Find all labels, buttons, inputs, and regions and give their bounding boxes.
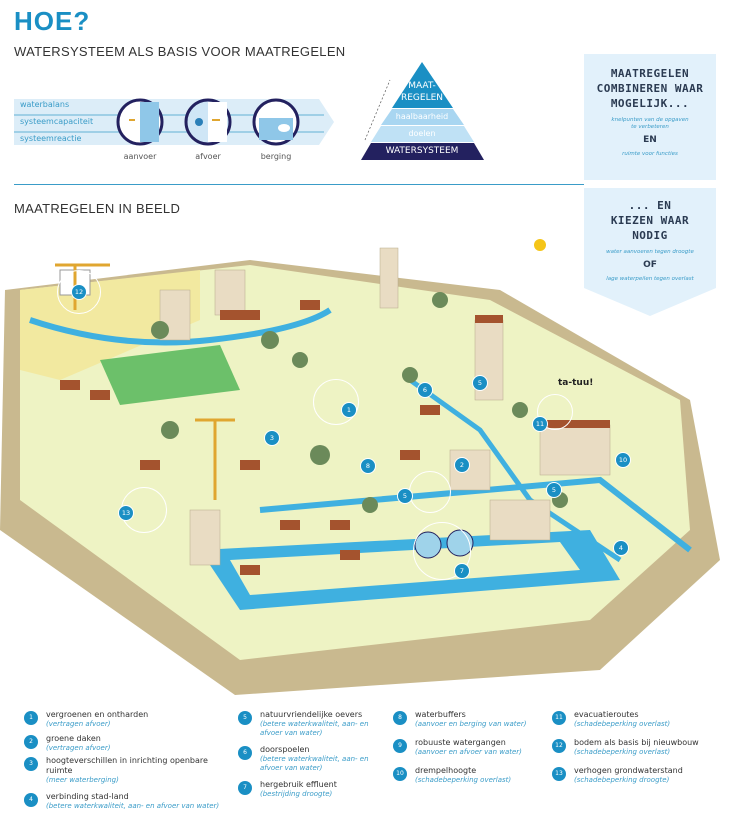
legend-sub: (aanvoer en berging van water)	[415, 720, 527, 728]
section-title: MAATREGELEN IN BEELD	[14, 201, 181, 216]
legend-label: natuurvriendelijke oevers	[260, 710, 363, 719]
map-marker[interactable]: 5	[397, 488, 413, 504]
legend-label: verhogen grondwaterstand	[574, 766, 683, 775]
combine-note: knelpunten van de opgaven te verbeteren	[611, 117, 689, 130]
map-marker[interactable]: 2	[454, 457, 470, 473]
legend-label: groene daken	[46, 734, 101, 743]
map-marker[interactable]: 10	[615, 452, 631, 468]
pyramid-base: WATERSYSTEEM	[385, 146, 459, 156]
legend-sub: (aanvoer en afvoer van water)	[415, 748, 522, 756]
map-marker[interactable]: 1	[341, 402, 357, 418]
legend-number-badge: 12	[552, 739, 566, 753]
legend-sub: (vertragen afvoer)	[46, 744, 111, 752]
choose-heading: ... EN KIEZEN WAAR NODIG	[610, 199, 690, 242]
legend-label: evacuatieroutes	[574, 710, 639, 719]
legend-item: 7 hergebruik effluent(bestrijding droogte…	[238, 780, 337, 799]
legend-sub: (schadebeperking overlast)	[574, 720, 671, 728]
legend-sub: (meer waterberging)	[46, 776, 119, 784]
choose-box: ... EN KIEZEN WAAR NODIG water aanvoeren…	[584, 188, 716, 288]
map-marker[interactable]: 6	[417, 382, 433, 398]
map-marker[interactable]: 5	[472, 375, 488, 391]
legend-label: doorspoelen	[260, 745, 310, 754]
legend-number-badge: 4	[24, 793, 38, 807]
pyramid-level: doelen	[408, 129, 436, 138]
map-marker[interactable]: 8	[360, 458, 376, 474]
legend-label: hergebruik effluent	[260, 780, 337, 789]
legend-label: waterbuffers	[415, 710, 466, 719]
legend-sub: (bestrijding droogte)	[260, 790, 333, 798]
legend-number-badge: 7	[238, 781, 252, 795]
legend-item: 3 hoogteverschillen in inrichting openbar…	[24, 756, 236, 785]
circle-label: afvoer	[195, 152, 221, 161]
choose-box-arrow	[584, 288, 716, 316]
legend-item: 13 verhogen grondwaterstand(schadebeperki…	[552, 766, 683, 785]
legend-item: 8 waterbuffers(aanvoer en berging van wat…	[393, 710, 526, 729]
map-marker[interactable]: 7	[454, 563, 470, 579]
legend-item: 10 drempelhoogte(schadebeperking overlast…	[393, 766, 511, 785]
combine-note: ruimte voor functies	[622, 151, 678, 157]
legend-item: 1 vergroenen en ontharden(vertragen afvoe…	[24, 710, 148, 729]
choose-note: lage waterpeilen tegen overlast	[606, 276, 694, 282]
afvoer-icon	[184, 98, 232, 146]
band-row-label: waterbalans	[20, 100, 70, 109]
legend-sub: (schadebeperking overlast)	[574, 748, 671, 756]
legend-number-badge: 9	[393, 739, 407, 753]
legend-label: verbinding stad-land	[46, 792, 129, 801]
choose-note: water aanvoeren tegen droogte	[606, 249, 694, 255]
legend-item: 6 doorspoelen(betere waterkwaliteit, aan-…	[238, 745, 390, 773]
combine-joiner: EN	[643, 135, 657, 145]
map-marker[interactable]: 13	[118, 505, 134, 521]
berging-icon	[252, 98, 300, 146]
legend-item: 2 groene daken(vertragen afvoer)	[24, 734, 110, 753]
legend-number-badge: 3	[24, 757, 38, 771]
legend-sub: (betere waterkwaliteit, aan- en afvoer v…	[260, 755, 369, 772]
legend-number-badge: 6	[238, 746, 252, 760]
legend-label: bodem als basis bij nieuwbouw	[574, 738, 699, 747]
band-row-label: systeemcapaciteit	[20, 117, 94, 126]
aanvoer-icon	[116, 98, 164, 146]
circle-label: aanvoer	[123, 152, 157, 161]
legend-item: 12 bodem als basis bij nieuwbouw(schadebe…	[552, 738, 699, 757]
legend-label: vergroenen en ontharden	[46, 710, 149, 719]
legend-number-badge: 1	[24, 711, 38, 725]
pyramid-level: haalbaarheid	[395, 112, 449, 121]
pyramid: MAAT- REGELEN haalbaarheid doelen WATERS…	[360, 60, 485, 162]
map-marker[interactable]: 3	[264, 430, 280, 446]
legend-label: robuuste watergangen	[415, 738, 506, 747]
legend-item: 9 robuuste watergangen(aanvoer en afvoer …	[393, 738, 522, 757]
legend-sub: (betere waterkwaliteit, aan- en afvoer v…	[46, 802, 220, 810]
legend-item: 5 natuurvriendelijke oevers(betere waterk…	[238, 710, 390, 738]
legend-sub: (vertragen afvoer)	[46, 720, 111, 728]
legend-item: 4 verbinding stad-land(betere waterkwalit…	[24, 792, 219, 811]
water-band	[14, 98, 334, 146]
legend-number-badge: 11	[552, 711, 566, 725]
legend-label: hoogteverschillen in inrichting openbare…	[46, 756, 208, 775]
map-callout: ta-tuu!	[558, 378, 594, 388]
subtitle: WATERSYSTEEM ALS BASIS VOOR MAATREGELEN	[14, 44, 346, 59]
legend-sub: (schadebeperking overlast)	[415, 776, 512, 784]
legend-number-badge: 8	[393, 711, 407, 725]
legend-sub: (betere waterkwaliteit, aan- en afvoer v…	[260, 720, 369, 737]
legend-number-badge: 5	[238, 711, 252, 725]
legend-number-badge: 2	[24, 735, 38, 749]
city-map-illustration	[0, 239, 720, 695]
combine-box: MAATREGELEN COMBINEREN WAAR MOGELIJK... …	[584, 54, 716, 180]
combine-heading: MAATREGELEN COMBINEREN WAAR MOGELIJK...	[596, 67, 704, 110]
divider	[14, 184, 584, 185]
circle-label: berging	[260, 152, 292, 161]
legend-item: 11 evacuatieroutes(schadebeperking overla…	[552, 710, 670, 729]
legend-number-badge: 10	[393, 767, 407, 781]
map-marker[interactable]: 5	[546, 482, 562, 498]
legend-label: drempelhoogte	[415, 766, 477, 775]
map-marker[interactable]: 4	[613, 540, 629, 556]
map-marker[interactable]: 11	[532, 416, 548, 432]
legend-sub: (schadebeperking droogte)	[574, 776, 670, 784]
legend-number-badge: 13	[552, 767, 566, 781]
band-row-label: systeemreactie	[20, 134, 82, 143]
pyramid-top: MAAT- REGELEN	[400, 81, 444, 103]
choose-joiner: OF	[643, 260, 657, 270]
page-title: HOE?	[14, 6, 91, 36]
map-marker[interactable]: 12	[71, 284, 87, 300]
